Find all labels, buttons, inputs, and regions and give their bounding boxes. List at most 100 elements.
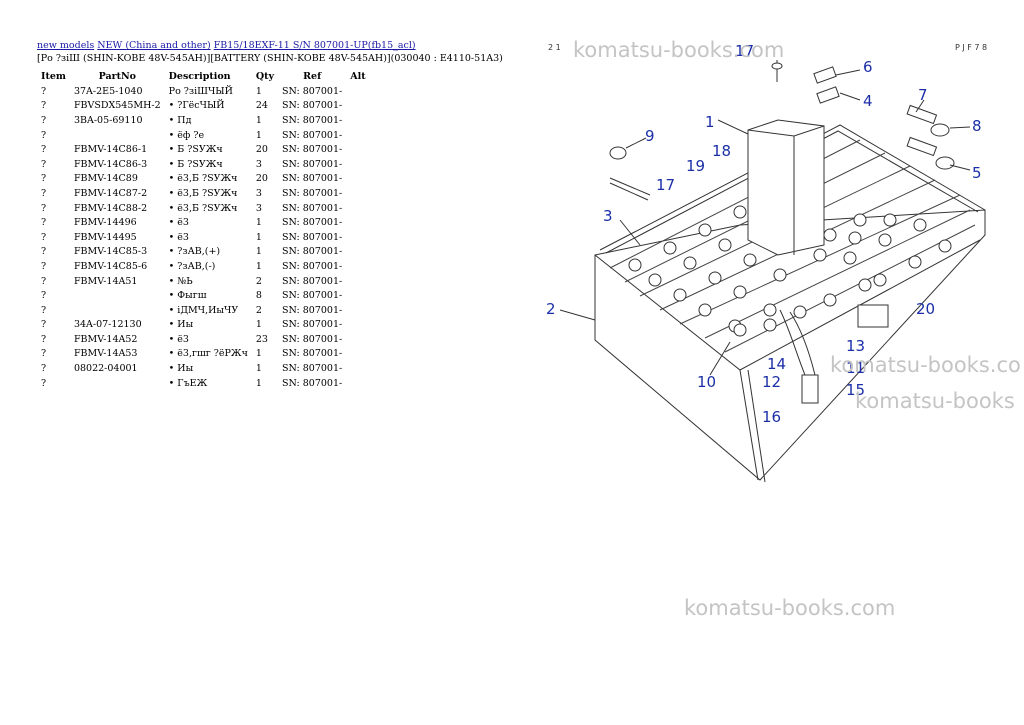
col-ref: Ref — [303, 71, 322, 82]
callout-10: 10 — [697, 373, 716, 391]
callout-14: 14 — [767, 355, 786, 373]
diagram-corner-right: P J F 7 8 — [955, 43, 987, 52]
cell-alt — [346, 230, 374, 245]
cell-partno — [70, 128, 165, 143]
cell-description: Ро ?зiШЧЫЙ — [168, 85, 233, 97]
cell-description: • Иы — [168, 319, 194, 331]
cell-ref: SN: 807001- — [282, 202, 343, 214]
cell-alt — [346, 274, 374, 289]
cell-qty: 1 — [255, 246, 262, 258]
cell-item: ? — [41, 129, 47, 141]
cell-item: ? — [41, 217, 47, 229]
diagram-corner-left: 2 1 — [548, 43, 561, 52]
cell-item: ? — [41, 377, 47, 389]
callout-15: 15 — [846, 381, 865, 399]
cell-partno: FBMV-14A53 — [73, 348, 138, 360]
cell-description: • ёф ?е — [168, 129, 205, 141]
callout-11: 11 — [846, 359, 865, 377]
cell-alt — [346, 376, 374, 391]
cell-item: ? — [41, 363, 47, 375]
cell-qty: 1 — [255, 377, 262, 389]
cell-partno: 34A-07-12130 — [73, 319, 142, 331]
cell-ref: SN: 807001- — [282, 363, 343, 375]
cell-description: • ё3,гшг ?ёРЖч — [168, 348, 248, 360]
cell-alt — [346, 245, 374, 260]
col-item: Item — [41, 71, 66, 82]
cell-partno: 3BA-05-69110 — [73, 114, 143, 126]
cell-partno: FBVSDX545MH-2 — [73, 100, 161, 112]
cell-qty: 2 — [255, 304, 262, 316]
cell-alt — [346, 99, 374, 114]
cell-item: ? — [41, 187, 47, 199]
cell-item: ? — [41, 348, 47, 360]
cell-qty: 1 — [255, 129, 262, 141]
cell-description: • Б ?SУЖч — [168, 144, 223, 156]
cell-partno: FBMV-14495 — [73, 231, 137, 243]
breadcrumb-link-model[interactable]: FB15/18EXF-11 S/N 807001-UP(fb15_acl) — [213, 40, 416, 51]
cell-ref: SN: 807001- — [282, 377, 343, 389]
cell-alt — [346, 128, 374, 143]
callout-18: 18 — [712, 142, 731, 160]
callout-20: 20 — [916, 300, 935, 318]
cell-partno: FBMV-14C85-3 — [73, 246, 148, 258]
cell-description: • Иы — [168, 363, 194, 375]
cell-partno: FBMV-14C88-2 — [73, 202, 148, 214]
callout-1: 1 — [705, 113, 715, 131]
cell-item: ? — [41, 304, 47, 316]
col-partno: PartNo — [98, 71, 137, 82]
cell-description: • ё3 — [168, 333, 189, 345]
callout-3: 3 — [603, 207, 613, 225]
cell-description: • Пд — [168, 114, 192, 126]
callout-13: 13 — [846, 337, 865, 355]
cell-partno: FBMV-14A51 — [73, 275, 138, 287]
cell-partno: FBMV-14496 — [73, 217, 137, 229]
col-qty: Qty — [255, 71, 275, 82]
cell-item: ? — [41, 260, 47, 272]
breadcrumb-link-new-models[interactable]: new models — [37, 40, 95, 51]
cell-partno: 37A-2E5-1040 — [73, 85, 143, 97]
cell-description: • ?зАВ,(+) — [168, 246, 221, 258]
cell-alt — [346, 303, 374, 318]
cell-ref: SN: 807001- — [282, 129, 343, 141]
cell-partno — [70, 303, 165, 318]
cell-qty: 23 — [255, 333, 268, 345]
breadcrumb-link-new-china[interactable]: NEW (China and other) — [97, 40, 211, 51]
cell-alt — [346, 84, 374, 99]
cell-qty: 3 — [255, 202, 262, 214]
cell-partno — [70, 288, 165, 303]
cell-ref: SN: 807001- — [282, 231, 343, 243]
cell-qty: 20 — [255, 173, 268, 185]
cell-alt — [346, 172, 374, 187]
cell-item: ? — [41, 275, 47, 287]
callout-12: 12 — [762, 373, 781, 391]
callout-4: 4 — [863, 92, 873, 110]
table-row: ? • ёф ?е 1 SN: 807001- — [37, 128, 374, 143]
cell-alt — [346, 259, 374, 274]
callout-9: 9 — [645, 127, 655, 145]
callout-17: 17 — [656, 176, 675, 194]
cell-partno: FBMV-14C87-2 — [73, 187, 148, 199]
cell-description: • іДМЧ,ИыЧУ — [168, 304, 239, 316]
cell-description: • ё3 — [168, 217, 189, 229]
cell-ref: SN: 807001- — [282, 158, 343, 170]
cell-description: • ё3,Б ?SУЖч — [168, 173, 238, 185]
cell-item: ? — [41, 144, 47, 156]
watermark-bottom: komatsu-books.com — [684, 596, 896, 620]
cell-ref: SN: 807001- — [282, 100, 343, 112]
cell-ref: SN: 807001- — [282, 333, 343, 345]
cell-item: ? — [41, 246, 47, 258]
cell-qty: 1 — [255, 85, 262, 97]
cell-ref: SN: 807001- — [282, 348, 343, 360]
parts-table: Item PartNo Description Qty Ref Alt ?37A… — [37, 69, 374, 390]
cell-item: ? — [41, 333, 47, 345]
callout-5: 5 — [972, 164, 982, 182]
cell-description: • ё3 — [168, 231, 189, 243]
